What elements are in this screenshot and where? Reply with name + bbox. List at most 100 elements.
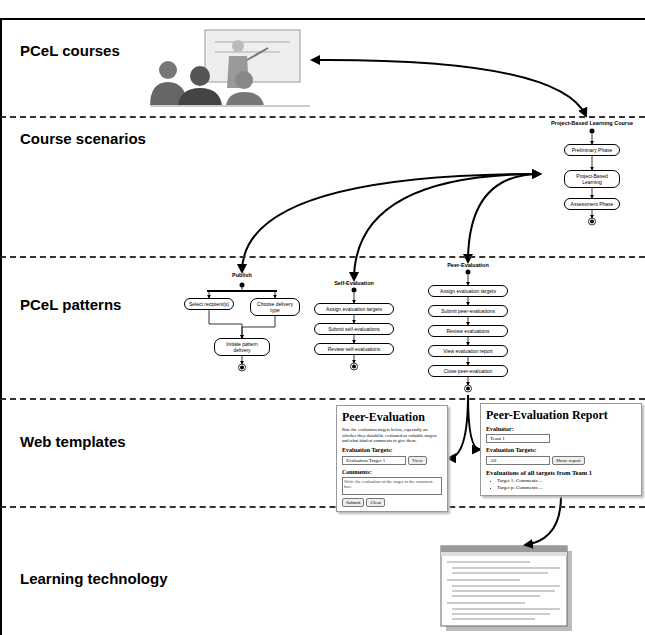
phase-box: Preliminary Phase xyxy=(564,144,620,156)
end-dot xyxy=(240,366,244,370)
node-text: Target p: Comments ... xyxy=(490,484,636,491)
start-dot xyxy=(352,288,357,293)
node-label: Web templates xyxy=(20,433,126,451)
activity-box: View evaluation report xyxy=(428,345,508,357)
end-dot xyxy=(465,385,472,392)
node-label: Assign evaluation targets xyxy=(432,288,504,294)
flow-line xyxy=(468,377,469,385)
activity-box: Assign evaluation targets xyxy=(314,303,394,315)
connector xyxy=(592,156,593,170)
connector xyxy=(354,174,540,280)
node-label: Review evaluations xyxy=(432,328,504,334)
node-text: Clear xyxy=(366,498,385,507)
node-text: Evaluation Targets: xyxy=(342,446,442,454)
activity-box: Choose delivery type xyxy=(250,298,300,316)
connector xyxy=(448,395,468,458)
flow-line xyxy=(275,291,276,298)
node-label: Submit peer-evaluations xyxy=(432,308,504,314)
pattern-diagram: PublishSelect recipient(s) Choose deliver… xyxy=(184,272,300,374)
end-dot xyxy=(589,218,596,225)
node-label: Course scenarios xyxy=(20,130,146,148)
node-label: Peer-Evaluation xyxy=(342,410,442,424)
node-label: PCeL courses xyxy=(20,42,120,60)
node-label: Project-Based Learning Course xyxy=(540,120,644,127)
activity-box: Submit self-evaluations xyxy=(314,323,394,335)
connector xyxy=(468,174,540,262)
learning-technology-screenshot xyxy=(441,546,572,631)
scenario-diagram: Project-Based Learning CoursePreliminary… xyxy=(540,120,644,228)
end-dot xyxy=(466,387,470,391)
node-label: Publish xyxy=(184,272,300,279)
technology-link xyxy=(525,496,561,545)
node-text: Submit xyxy=(342,498,364,507)
node-text: Evaluations of all targets from Team 1 xyxy=(486,469,636,477)
layer-band: Course scenarios Project-Based Learning C… xyxy=(0,118,645,258)
end-dot xyxy=(352,365,356,369)
connector xyxy=(354,335,355,343)
activity-box: Submit peer-evaluations xyxy=(428,305,508,317)
pattern-diagram: Peer-EvaluationAssign evaluation targets… xyxy=(422,262,514,395)
node-label: Close peer-evaluation xyxy=(432,368,504,374)
node-label: Choose delivery type xyxy=(254,301,296,313)
flow-line xyxy=(592,134,593,145)
node-text: Rate the evaluation targets below, espec… xyxy=(342,427,442,444)
node-label: Submit self-evaluations xyxy=(318,326,390,332)
activity-box: Initiate pattern delivery xyxy=(214,338,270,356)
node-text: All xyxy=(486,456,550,465)
node-text: Team 1 xyxy=(486,434,550,443)
node-label: PCeL patterns xyxy=(20,296,121,314)
connector xyxy=(242,316,275,338)
connector xyxy=(209,310,242,338)
node-label: Peer-Evaluation xyxy=(422,262,514,269)
connector xyxy=(468,357,469,365)
flow-line xyxy=(209,291,210,298)
flow-line xyxy=(468,275,469,286)
node-label: Project-Based Learning xyxy=(568,173,616,185)
flow-line xyxy=(592,210,593,218)
node-label: Select recipient(s) xyxy=(188,301,230,307)
node-label: Peer-Evaluation Report xyxy=(486,408,636,422)
course-scenario-link xyxy=(312,60,586,116)
layer-band: PCeL courses xyxy=(0,18,645,118)
node-text: Show report xyxy=(552,456,585,465)
classroom-illustration xyxy=(150,30,310,106)
activity-box: Review evaluations xyxy=(428,325,508,337)
phase-box: Project-Based Learning xyxy=(564,170,620,188)
node-text: Target 1: Comments ... xyxy=(490,477,636,484)
connector xyxy=(468,395,480,450)
web-report: Peer-Evaluation ReportEvaluator:Team 1 Ev… xyxy=(480,403,642,496)
node-label: View evaluation report xyxy=(432,348,504,354)
activity-box: Review self-evaluations xyxy=(314,343,394,355)
layer-band: PCeL patterns PublishSelect recipient(s) C… xyxy=(0,258,645,400)
node-label: Assessment Phase xyxy=(568,201,616,207)
connector xyxy=(354,315,355,323)
connector xyxy=(468,317,469,325)
node-label: Review self-evaluations xyxy=(318,346,390,352)
end-dot xyxy=(239,364,246,371)
activity-box: Select recipient(s) xyxy=(184,298,234,310)
flow-line xyxy=(354,293,355,304)
activity-box: Assign evaluation targets xyxy=(428,285,508,297)
phase-box: Assessment Phase xyxy=(564,198,620,210)
start-dot xyxy=(466,270,471,275)
node-label: Learning technology xyxy=(20,570,168,588)
connector xyxy=(468,337,469,345)
node-text: View xyxy=(408,456,427,465)
node-text: Evaluation Target 1 xyxy=(342,456,406,465)
node-label: Self-Evaluation xyxy=(308,280,400,287)
flow-line xyxy=(354,355,355,363)
end-dot xyxy=(590,220,594,224)
node-label: Assign evaluation targets xyxy=(318,306,390,312)
node-text: Evaluator: xyxy=(486,425,636,433)
layer-band: Learning technology xyxy=(0,508,645,635)
flow-line xyxy=(242,356,243,364)
fork-bar xyxy=(207,290,277,292)
start-dot xyxy=(590,129,595,134)
web-form: Peer-EvaluationRate the evaluation targe… xyxy=(336,405,448,512)
connector xyxy=(592,188,593,198)
end-dot xyxy=(351,363,358,370)
pattern-diagram: Self-EvaluationAssign evaluation targets… xyxy=(308,280,400,373)
node-text: Comments: xyxy=(342,468,442,476)
